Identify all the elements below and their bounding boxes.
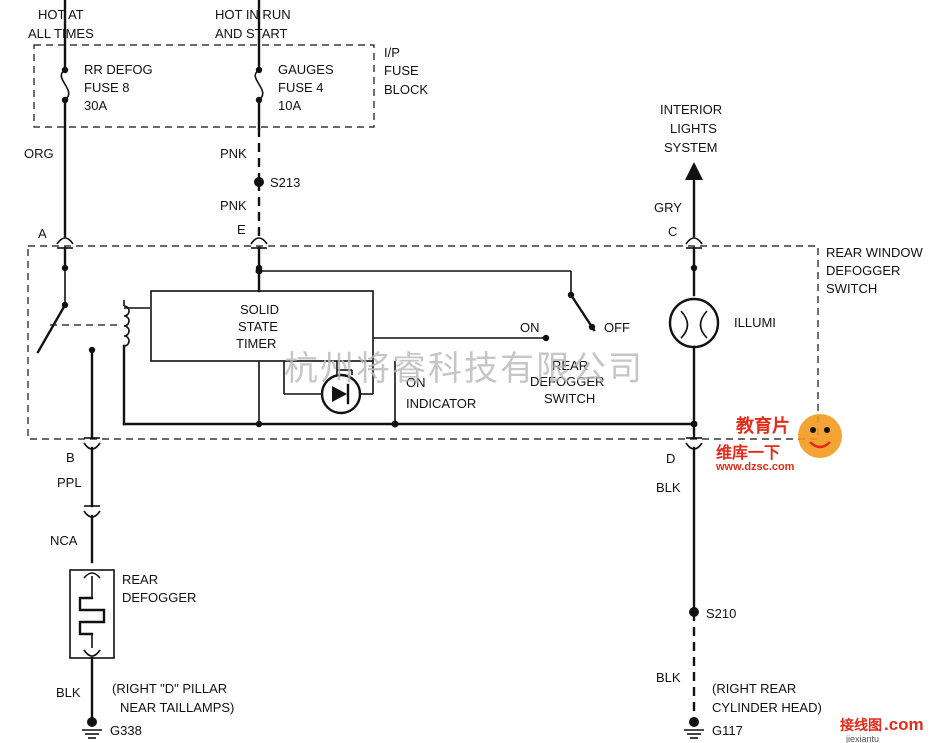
svg-text:接线图: 接线图 — [840, 717, 882, 734]
interior-lights-label: INTERIOR LIGHTS SYSTEM — [660, 102, 722, 155]
wire-blk-right-top-label: BLK — [656, 480, 681, 495]
connector-e-label: E — [237, 222, 246, 237]
right-d-pillar-label: (RIGHT "D" PILLAR NEAR TAILLAMPS) — [112, 681, 234, 715]
svg-text:RR DEFOG: RR DEFOG — [84, 62, 153, 77]
svg-text:(RIGHT "D" PILLAR: (RIGHT "D" PILLAR — [112, 681, 227, 696]
illum-label: ILLUMI — [734, 315, 776, 330]
connector-a — [56, 237, 74, 270]
dzsc-logo: 教育片 维库一下 www.dzsc.com — [715, 414, 842, 473]
svg-text:DEFOGGER: DEFOGGER — [122, 590, 196, 605]
svg-text:TIMER: TIMER — [236, 336, 276, 351]
ground-g338-icon — [82, 717, 102, 739]
wire-pnk-top-label: PNK — [220, 146, 247, 161]
wire-gry-label: GRY — [654, 200, 682, 215]
arrow-up-icon — [685, 162, 703, 180]
solid-state-timer — [150, 290, 374, 362]
svg-text:GAUGES: GAUGES — [278, 62, 334, 77]
ground-g117-label: G117 — [712, 723, 743, 738]
svg-text:SWITCH: SWITCH — [544, 391, 595, 406]
svg-text:教育片: 教育片 — [736, 415, 790, 437]
company-watermark: 杭州将睿科技有限公司 — [284, 350, 644, 388]
svg-text:ALL TIMES: ALL TIMES — [28, 26, 94, 41]
svg-text:I/P: I/P — [384, 45, 400, 60]
rear-window-switch-label: REAR WINDOW DEFOGGER SWITCH — [826, 245, 924, 296]
svg-text:jiexiantu: jiexiantu — [845, 734, 879, 743]
jiexiantu-logo: 接线图 .com jiexiantu — [840, 715, 924, 743]
fuse-8 — [60, 0, 70, 238]
svg-text:DEFOGGER: DEFOGGER — [826, 263, 900, 278]
wire-org-label: ORG — [24, 146, 54, 161]
relay-contact — [36, 264, 118, 354]
rear-defogger-switch-label: REAR DEFOGGER SWITCH — [530, 358, 604, 406]
ground-g117-icon — [684, 717, 704, 739]
connector-d — [685, 422, 703, 614]
wire-nca-label: NCA — [50, 533, 78, 548]
connector-b — [83, 437, 101, 508]
svg-text:www.dzsc.com: www.dzsc.com — [715, 461, 795, 473]
fuse-4-label: GAUGES FUSE 4 10A — [278, 62, 334, 113]
svg-text:STATE: STATE — [238, 319, 278, 334]
svg-text:FUSE: FUSE — [384, 63, 419, 78]
splice-s213-label: S213 — [270, 175, 300, 190]
timer-label: SOLID STATE TIMER — [236, 302, 279, 351]
fuse-block-label: I/P FUSE BLOCK — [384, 45, 428, 97]
svg-text:(RIGHT REAR: (RIGHT REAR — [712, 681, 796, 696]
wire-blk-right-bottom-label: BLK — [656, 670, 681, 685]
svg-text:CYLINDER HEAD): CYLINDER HEAD) — [712, 700, 822, 715]
svg-text:REAR: REAR — [122, 572, 158, 587]
switch-on-label: ON — [520, 320, 540, 335]
splice-s210-label: S210 — [706, 606, 736, 621]
rear-defogger-grid-icon — [69, 569, 115, 722]
svg-text:FUSE 4: FUSE 4 — [278, 80, 324, 95]
connector-b-label: B — [66, 450, 75, 465]
inline-connector — [83, 505, 101, 564]
svg-text:HOT IN RUN: HOT IN RUN — [215, 7, 291, 22]
rear-defogger-label: REAR DEFOGGER — [122, 572, 196, 605]
fuse-block-outline — [33, 44, 375, 128]
on-indicator-label: ON INDICATOR — [406, 375, 476, 411]
hot-in-run-label: HOT IN RUN AND START — [215, 7, 291, 41]
svg-text:LIGHTS: LIGHTS — [670, 121, 717, 136]
hot-at-all-times-label: HOT AT ALL TIMES — [28, 7, 94, 41]
svg-text:INDICATOR: INDICATOR — [406, 396, 476, 411]
svg-text:10A: 10A — [278, 98, 301, 113]
splice-s213 — [254, 177, 264, 187]
wire-blk-left-label: BLK — [56, 685, 81, 700]
ground-g338-label: G338 — [110, 723, 142, 738]
svg-text:SWITCH: SWITCH — [826, 281, 877, 296]
wire-ppl-label: PPL — [57, 475, 82, 490]
connector-c-label: C — [668, 224, 677, 239]
svg-text:ON: ON — [406, 375, 426, 390]
svg-text:杭州将睿科技有限公司: 杭州将睿科技有限公司 — [284, 350, 644, 388]
svg-text:DEFOGGER: DEFOGGER — [530, 374, 604, 389]
svg-text:REAR WINDOW: REAR WINDOW — [826, 245, 924, 260]
switch-off-label: OFF — [604, 320, 630, 335]
svg-text:NEAR TAILLAMPS): NEAR TAILLAMPS) — [120, 700, 234, 715]
svg-text:维库一下: 维库一下 — [716, 443, 780, 462]
connector-a-label: A — [38, 226, 47, 241]
svg-text:30A: 30A — [84, 98, 107, 113]
right-rear-cyl-label: (RIGHT REAR CYLINDER HEAD) — [712, 681, 822, 715]
wire-pnk-bottom-label: PNK — [220, 198, 247, 213]
svg-text:SOLID: SOLID — [240, 302, 279, 317]
fuse-8-label: RR DEFOG FUSE 8 30A — [84, 62, 153, 113]
fuse-4 — [254, 0, 264, 236]
connector-c — [685, 237, 703, 270]
svg-text:FUSE 8: FUSE 8 — [84, 80, 130, 95]
svg-text:.com: .com — [884, 715, 924, 734]
svg-text:AND START: AND START — [215, 26, 288, 41]
on-indicator-led-icon — [283, 361, 374, 415]
connector-d-label: D — [666, 451, 675, 466]
svg-text:BLOCK: BLOCK — [384, 82, 428, 97]
svg-text:SYSTEM: SYSTEM — [664, 140, 717, 155]
relay-coil — [122, 300, 150, 426]
connector-e — [250, 237, 268, 270]
illumination-lamp-icon — [668, 264, 720, 428]
svg-text:REAR: REAR — [552, 358, 588, 373]
svg-text:INTERIOR: INTERIOR — [660, 102, 722, 117]
svg-text:HOT AT: HOT AT — [38, 7, 84, 22]
